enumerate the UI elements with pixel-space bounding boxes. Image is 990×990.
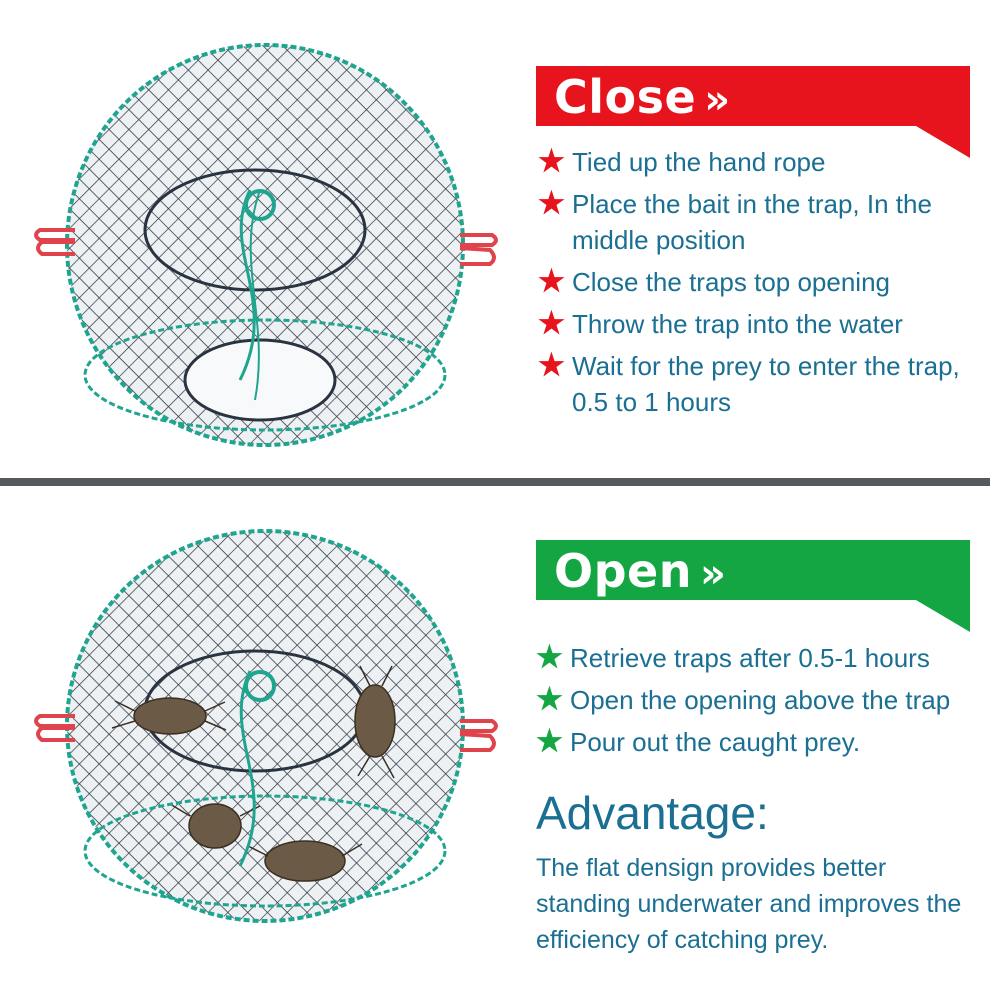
star-icon: ★	[538, 349, 565, 382]
star-icon: ★	[538, 265, 565, 298]
close-steps-list: ★Tied up the hand rope ★Place the bait i…	[538, 144, 978, 426]
list-item: ★Open the opening above the trap	[536, 683, 951, 716]
crab-icon	[169, 803, 261, 849]
star-icon: ★	[536, 683, 563, 716]
close-banner-title: Close»	[554, 70, 731, 124]
chevron-right-icon: »	[699, 551, 727, 597]
closed-trap-image	[34, 43, 498, 447]
star-icon: ★	[536, 725, 563, 758]
open-section: Open» ★Retrieve traps after 0.5-1 hours …	[0, 486, 990, 990]
right-ring-handle-icon	[459, 719, 498, 752]
list-item: ★Close the traps top opening	[538, 265, 890, 298]
list-item: ★Wait for the prey to enter the trap, 0.…	[538, 349, 960, 417]
close-section: Close» ★Tied up the hand rope ★Place the…	[0, 0, 990, 478]
open-banner: Open»	[536, 540, 970, 632]
close-title: Close	[554, 70, 697, 124]
left-ring-handle-icon	[34, 714, 75, 742]
list-item: ★Retrieve traps after 0.5-1 hours	[536, 641, 930, 674]
list-item: ★Place the bait in the trap, In the midd…	[538, 187, 932, 255]
crab-icon	[354, 665, 396, 779]
list-item: ★Tied up the hand rope	[538, 145, 826, 178]
advantage-body: The flat densign provides better standin…	[536, 854, 962, 954]
crab-icon	[247, 840, 363, 882]
right-ring-handle-icon	[459, 233, 498, 266]
close-banner-shape	[536, 66, 970, 158]
open-title: Open	[554, 544, 692, 598]
close-banner: Close»	[536, 66, 970, 158]
open-banner-title: Open»	[554, 544, 726, 598]
star-icon: ★	[536, 641, 563, 674]
open-steps-list: ★Retrieve traps after 0.5-1 hours ★Open …	[536, 640, 986, 766]
open-banner-shape	[536, 540, 970, 632]
open-trap-with-crabs-image	[34, 529, 498, 923]
crab-icon	[111, 697, 227, 735]
list-item: ★Pour out the caught prey.	[536, 725, 861, 758]
section-divider	[0, 478, 990, 486]
star-icon: ★	[538, 307, 565, 340]
star-icon: ★	[538, 145, 565, 178]
left-ring-handle-icon	[34, 228, 75, 256]
chevron-right-icon: »	[704, 77, 731, 123]
list-item: ★Throw the trap into the water	[538, 307, 903, 340]
star-icon: ★	[538, 187, 565, 220]
advantage-title: Advantage:	[536, 787, 769, 839]
